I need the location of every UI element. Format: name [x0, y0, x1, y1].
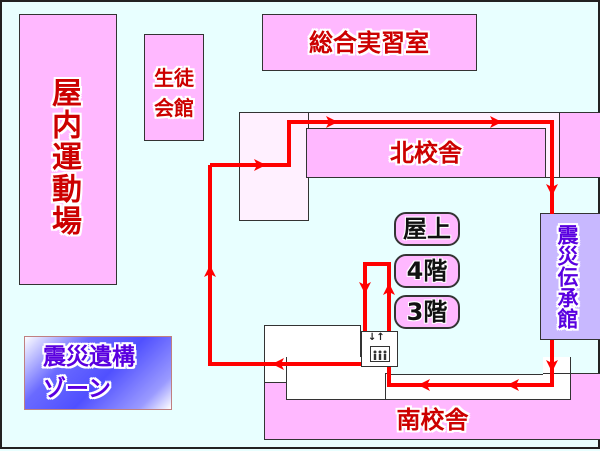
- memorial-hall-building[interactable]: 震災伝承館: [540, 213, 600, 340]
- south-building-label: 南校舎: [396, 406, 469, 434]
- route-arrow: [272, 358, 284, 370]
- route-path-west: [208, 165, 361, 366]
- route-arrow: [546, 360, 558, 372]
- route-arrow: [254, 159, 266, 171]
- route-arrow: [546, 184, 558, 196]
- floor-button-3f[interactable]: 3階: [394, 295, 460, 329]
- zone-label-line2: ゾーン: [43, 376, 111, 402]
- route-arrow: [383, 283, 395, 295]
- north-building[interactable]: 北校舎: [306, 128, 546, 178]
- student-hall-label-line1: 生徒: [154, 66, 194, 90]
- floor-button-4f[interactable]: 4階: [394, 254, 460, 288]
- route-arrow: [359, 282, 371, 294]
- elevator-icon: [370, 346, 390, 362]
- north-building-east-block: [559, 112, 600, 178]
- practice-room-building[interactable]: 総合実習室: [262, 14, 477, 71]
- elevator-button[interactable]: ↓↑: [361, 331, 398, 367]
- student-hall-building[interactable]: 生徒 会館: [144, 34, 204, 141]
- zone-label-line1: 震災遺構: [43, 344, 135, 370]
- indoor-gym-building[interactable]: 屋内運動場: [19, 14, 117, 285]
- disaster-remains-zone-badge[interactable]: 震災遺構 ゾーン: [24, 336, 172, 410]
- route-path-north: [210, 120, 554, 214]
- route-arrow: [418, 379, 430, 391]
- route-arrow: [326, 116, 338, 128]
- indoor-gym-label: 屋内運動場: [46, 77, 81, 237]
- route-path-elevator-loop: [363, 262, 391, 365]
- elevator-arrows-icon: ↓↑: [368, 332, 385, 343]
- route-path-east: [387, 331, 554, 387]
- floor-button-rooftop[interactable]: 屋上: [394, 212, 460, 246]
- student-hall-label-line2: 会館: [154, 96, 194, 120]
- route-arrow: [490, 116, 502, 128]
- north-building-label: 北校舎: [390, 139, 462, 167]
- route-arrow: [507, 379, 519, 391]
- memorial-hall-label: 震災伝承館: [555, 224, 579, 329]
- practice-room-label: 総合実習室: [309, 29, 429, 57]
- route-arrow: [204, 265, 216, 277]
